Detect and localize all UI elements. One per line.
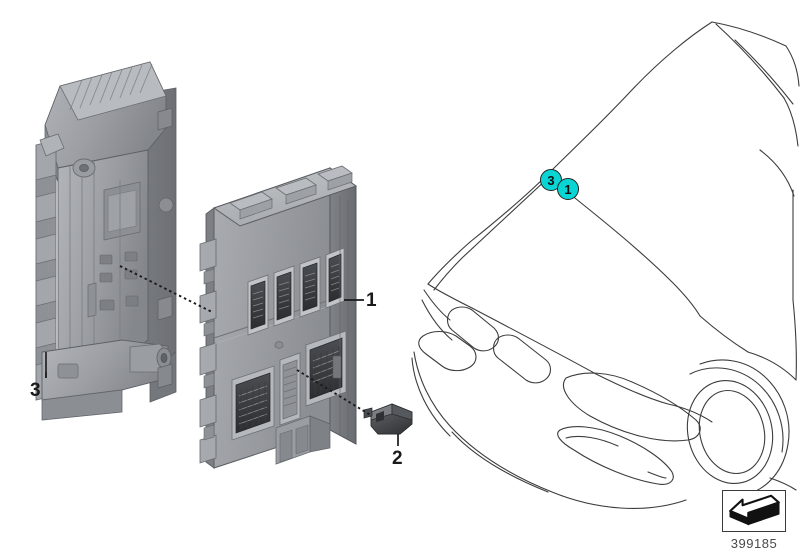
vehicle-outline: [411, 21, 800, 509]
part-ecu-module: [199, 165, 358, 469]
figure-number: 399185: [730, 536, 778, 551]
callout-label-2: 2: [392, 448, 403, 469]
connector-bays-upper: [247, 247, 345, 336]
vehicle-badge-1[interactable]: 1: [557, 178, 579, 200]
connector-bays-lower: [231, 330, 347, 441]
callout-label-1: 1: [366, 290, 377, 311]
assembly-line-bracket: [119, 265, 213, 313]
part-retaining-clip: [363, 403, 413, 435]
callout-label-3: 3: [30, 380, 41, 401]
three-d-arrow-icon: [729, 494, 780, 526]
assembly-line-clip: [296, 369, 373, 417]
part-mounting-bracket: [35, 61, 177, 421]
three-d-arrow-icon-box: [722, 490, 786, 532]
